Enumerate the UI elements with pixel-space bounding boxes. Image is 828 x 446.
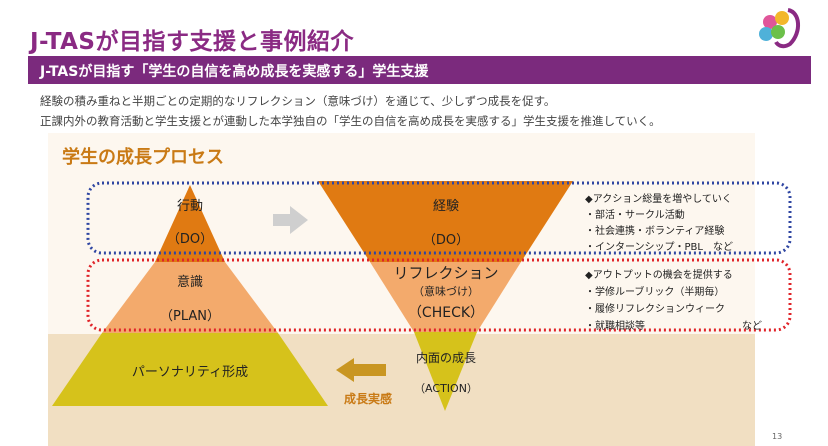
do-label: 行動 [176, 199, 203, 214]
do-notes-item: ・インターンシップ・PBL など [585, 242, 733, 253]
check-notes-item: ・就職相談等 [585, 321, 645, 332]
check-notes-item: ・学修ルーブリック（半期毎） [585, 287, 725, 298]
section-banner: J-TASが目指す「学生の自信を高め成長を実感する」学生支援 [28, 56, 811, 84]
experience-label: 経験 [432, 199, 459, 214]
description-line-2: 正課内外の教育活動と学生支援とが連動した本学独自の「学生の自信を高め成長を実感す… [40, 114, 661, 128]
grey-arrow-right-icon [273, 206, 308, 234]
reflection-meaning-label: （意味づけ） [413, 285, 479, 298]
check-notes-item: ・履修リフレクションウィーク [585, 304, 725, 315]
check-notes-suffix: など [742, 321, 762, 332]
page-title: J-TASが目指す支援と事例紹介 [30, 29, 354, 55]
reflection-label: リフレクション [393, 264, 499, 282]
growth-arrow-left-icon [336, 358, 386, 382]
do-notes-heading: ◆アクション総量を増やしていく [585, 194, 732, 205]
pyramid-middle-plan [102, 262, 278, 333]
personality-label: パーソナリティ形成 [131, 365, 249, 380]
inverted-top-experience [318, 181, 573, 262]
action-sub-label: （ACTION） [414, 382, 478, 395]
inverted-middle-check [370, 262, 521, 332]
inner-growth-label: 内面の成長 [415, 351, 476, 365]
growth-feeling-label: 成長実感 [343, 392, 392, 406]
check-sub-label: （CHECK） [407, 305, 485, 321]
do-sub-label: （DO） [166, 232, 214, 247]
plan-label: 意識 [176, 275, 203, 290]
check-notes-heading: ◆アウトプットの機会を提供する [585, 270, 733, 281]
check-frame-dotted [86, 258, 792, 332]
inverted-bottom-action [414, 332, 477, 411]
do-notes-item: ・社会連携・ボランティア経験 [585, 226, 725, 237]
pyramid-top-do [155, 185, 225, 262]
plan-sub-label: （PLAN） [160, 309, 220, 324]
do-notes-item: ・部活・サークル活動 [585, 210, 685, 221]
process-title: 学生の成長プロセス [62, 147, 224, 168]
experience-sub-label: （DO） [422, 233, 470, 248]
do-frame-dotted [86, 181, 792, 255]
pyramid-base-personality [52, 333, 328, 406]
page-number: 13 [772, 432, 783, 441]
section-banner-text: J-TASが目指す「学生の自信を高め成長を実感する」学生支援 [40, 64, 429, 80]
clover-logo-icon [759, 8, 800, 49]
description-line-1: 経験の積み重ねと半期ごとの定期的なリフレクション（意味づけ）を通じて、少しずつ成… [40, 94, 556, 108]
